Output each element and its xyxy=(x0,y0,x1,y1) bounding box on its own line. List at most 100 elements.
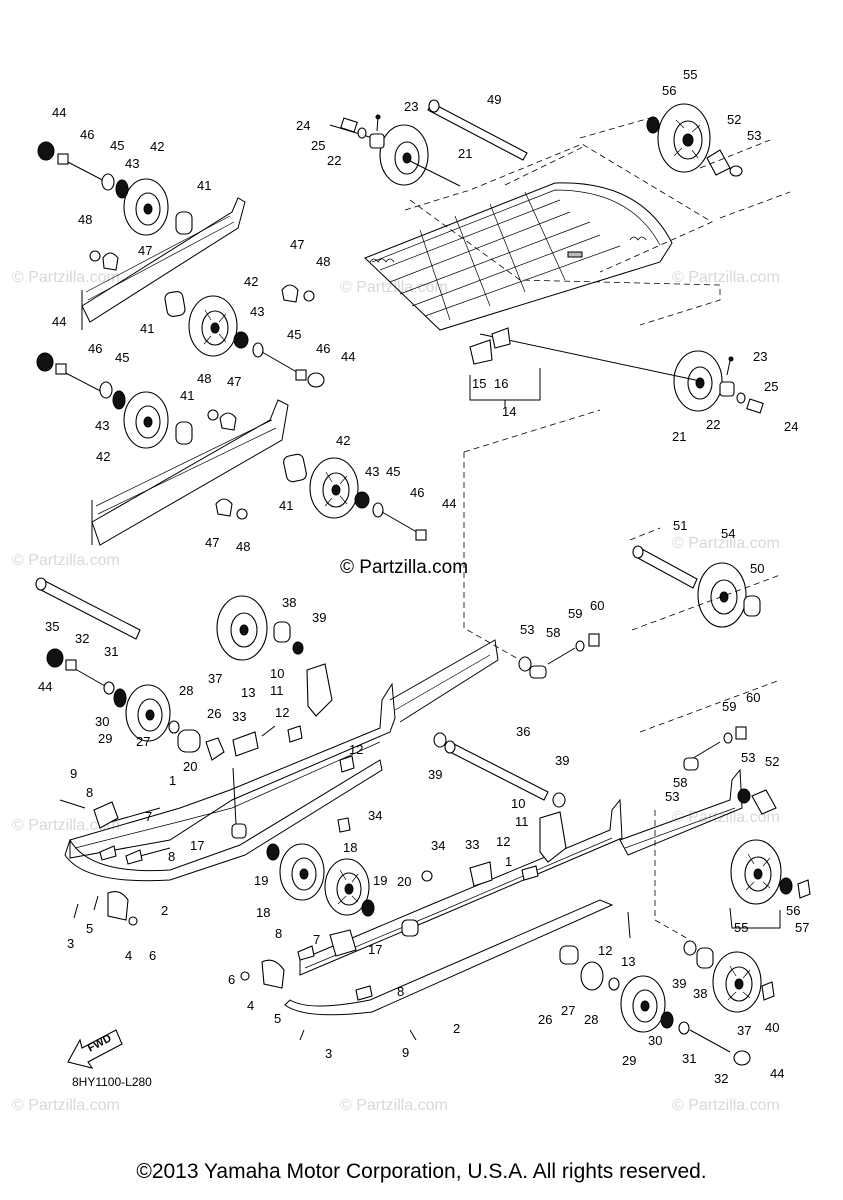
part-number-callout: 46 xyxy=(410,485,424,500)
part-number-callout: 35 xyxy=(45,619,59,634)
part-number-callout: 20 xyxy=(183,759,197,774)
part-number-callout: 56 xyxy=(786,903,800,918)
wheel-42-b xyxy=(188,295,238,357)
bg-watermark: © Partzilla.com xyxy=(340,279,448,296)
bg-watermark: © Partzilla.com xyxy=(12,552,120,569)
part-number-callout: 59 xyxy=(568,606,582,621)
part-number-callout: 30 xyxy=(95,714,109,729)
assembly-guide-line xyxy=(579,117,791,219)
part-number-callout: 2 xyxy=(161,903,168,918)
part-number-callout: 34 xyxy=(368,808,382,823)
part-number-callout: 43 xyxy=(250,304,264,319)
wheel-18-right xyxy=(324,858,370,916)
wheel-54 xyxy=(697,562,747,628)
part-number-callout: 41 xyxy=(180,388,194,403)
part-number-callout: 48 xyxy=(236,539,250,554)
part-number-callout: 48 xyxy=(197,371,211,386)
part-number-callout: 10 xyxy=(270,666,284,681)
fwd-direction-arrow: FWD xyxy=(67,1029,123,1069)
center-watermark: © Partzilla.com xyxy=(340,557,468,578)
bg-watermark: © Partzilla.com xyxy=(12,269,120,286)
part-number-callout: 14 xyxy=(502,404,516,419)
part-number-callout: 34 xyxy=(431,838,445,853)
part-number-callout: 60 xyxy=(590,598,604,613)
part-number-callout: 31 xyxy=(682,1051,696,1066)
part-number-callout: 7 xyxy=(313,932,320,947)
part-number-callout: 25 xyxy=(764,379,778,394)
part-number-callout: 40 xyxy=(765,1020,779,1035)
part-number-callout: 33 xyxy=(232,709,246,724)
part-number-callout: 58 xyxy=(546,625,560,640)
part-number-callout: 42 xyxy=(244,274,258,289)
part-number-callout: 38 xyxy=(282,595,296,610)
part-number-callout: 6 xyxy=(149,948,156,963)
part-number-callout: 24 xyxy=(296,118,310,133)
part-number-callout: 36 xyxy=(516,724,530,739)
wheel-37-lower xyxy=(712,951,762,1013)
part-number-callout: 27 xyxy=(136,734,150,749)
part-number-callout: 37 xyxy=(737,1023,751,1038)
wheel-42-c xyxy=(123,391,169,449)
part-number-callout: 28 xyxy=(179,683,193,698)
part-number-callout: 47 xyxy=(138,243,152,258)
part-number-callout: 8 xyxy=(275,926,282,941)
part-number-callout: 44 xyxy=(52,105,66,120)
shaft-36 xyxy=(444,740,549,801)
part-number-callout: 37 xyxy=(208,671,222,686)
part-number-callout: 46 xyxy=(316,341,330,356)
part-number-callout: 18 xyxy=(343,840,357,855)
drawing-code: 8HY1100-L280 xyxy=(72,1075,152,1089)
part-number-callout: 23 xyxy=(753,349,767,364)
part-number-callout: 57 xyxy=(795,920,809,935)
part-number-callout: 22 xyxy=(327,153,341,168)
part-number-callout: 5 xyxy=(274,1011,281,1026)
part-number-callout: 54 xyxy=(721,526,735,541)
part-number-callout: 55 xyxy=(683,67,697,82)
wheel-29 xyxy=(125,684,171,742)
upper-left-slide-rail xyxy=(81,197,246,330)
part-number-callout: 29 xyxy=(622,1053,636,1068)
part-number-callout: 53 xyxy=(741,750,755,765)
part-number-callout: 47 xyxy=(290,237,304,252)
wheel-55-lower xyxy=(730,839,782,905)
part-number-callout: 45 xyxy=(386,464,400,479)
part-number-callout: 8 xyxy=(86,785,93,800)
part-number-callout: 26 xyxy=(538,1012,552,1027)
part-number-callout: 58 xyxy=(673,775,687,790)
part-number-callout: 49 xyxy=(487,92,501,107)
part-number-callout: 44 xyxy=(52,314,66,329)
wheel-29-lower xyxy=(620,975,666,1033)
assembly-guide-line xyxy=(404,143,713,273)
part-number-callout: 12 xyxy=(275,705,289,720)
part-number-callout: 28 xyxy=(584,1012,598,1027)
part-number-callout: 24 xyxy=(784,419,798,434)
part-number-callout: 48 xyxy=(78,212,92,227)
part-number-callout: 41 xyxy=(140,321,154,336)
part-number-callout: 7 xyxy=(145,809,152,824)
part-number-callout: 44 xyxy=(770,1066,784,1081)
part-number-callout: 38 xyxy=(693,986,707,1001)
part-number-callout: 16 xyxy=(494,376,508,391)
part-number-callout: 45 xyxy=(115,350,129,365)
part-number-callout: 60 xyxy=(746,690,760,705)
part-number-callout: 4 xyxy=(247,998,254,1013)
part-number-callout: 2 xyxy=(453,1021,460,1036)
part-number-callout: 43 xyxy=(365,464,379,479)
part-number-callout: 8 xyxy=(397,984,404,999)
part-number-callout: 30 xyxy=(648,1033,662,1048)
assembly-guide-line xyxy=(463,409,601,661)
part-number-callout: 11 xyxy=(515,814,529,829)
part-number-callout: 1 xyxy=(169,773,176,788)
part-number-callout: 21 xyxy=(458,146,472,161)
part-number-callout: 42 xyxy=(336,433,350,448)
part-number-callout: 41 xyxy=(197,178,211,193)
wheel-42-d xyxy=(309,457,359,519)
part-number-callout: 8 xyxy=(168,849,175,864)
part-number-callout: 52 xyxy=(727,112,741,127)
part-number-callout: 12 xyxy=(349,742,363,757)
part-number-callout: 39 xyxy=(672,976,686,991)
part-number-callout: 13 xyxy=(241,685,255,700)
bg-watermark: © Partzilla.com xyxy=(12,1097,120,1114)
part-number-callout: 25 xyxy=(311,138,325,153)
